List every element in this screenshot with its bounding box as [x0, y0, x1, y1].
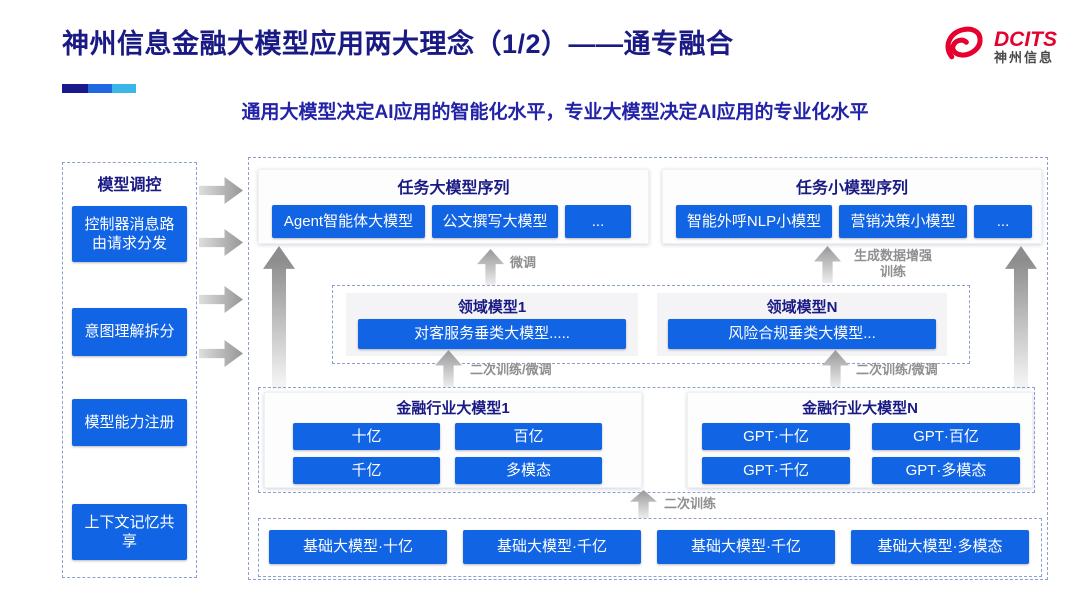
domain-model-1-group: 领域模型1 对客服务垂类大模型..... [346, 293, 638, 356]
model-control-panel: 模型调控 控制器消息路 由请求分发 意图理解拆分 模型能力注册 上下文记忆共 享 [62, 162, 197, 578]
node-100b: 千亿 [293, 457, 440, 484]
flow-arrow-right-4-icon [199, 340, 243, 367]
flow-arrow-right-2-icon [199, 229, 243, 256]
control-node-register: 模型能力注册 [72, 399, 187, 446]
base-models-frame: 基础大模型·十亿 基础大模型·千亿 基础大模型·千亿 基础大模型·多模态 [258, 518, 1042, 577]
node-1b: 十亿 [293, 423, 440, 450]
control-node-intent: 意图理解拆分 [72, 308, 187, 356]
dcits-logo: DCITS 神州信息 [938, 22, 1057, 73]
logo-swirl-icon [938, 22, 990, 73]
logo-brand-text: DCITS [994, 27, 1057, 51]
node-agent-model: Agent智能体大模型 [272, 205, 425, 238]
accent-segment-navy [62, 84, 88, 93]
node-risk-compliance-model: 风险合规垂类大模型... [668, 319, 936, 349]
model-control-title: 模型调控 [97, 177, 162, 194]
diagram-outer-frame [248, 157, 1048, 580]
control-node-context: 上下文记忆共 享 [72, 504, 187, 560]
industry-model-1-group: 金融行业大模型1 十亿 百亿 千亿 多模态 [264, 392, 642, 488]
domain-models-frame: 领域模型1 对客服务垂类大模型..... 领域模型N 风险合规垂类大模型... [332, 285, 970, 364]
logo-cn-text: 神州信息 [994, 49, 1055, 65]
domain-model-n-title: 领域模型N [766, 299, 838, 316]
page-title: 神州信息金融大模型应用两大理念（1/2）——通专融合 [62, 29, 734, 59]
node-base-multimodal: 基础大模型·多模态 [851, 530, 1029, 564]
node-document-writing-model: 公文撰写大模型 [432, 205, 558, 238]
task-large-model-title: 任务大模型序列 [397, 180, 510, 197]
node-customer-service-model: 对客服务垂类大模型..... [358, 319, 626, 349]
node-gpt-10b: GPT·百亿 [872, 423, 1020, 450]
node-small-ellipsis: ... [974, 205, 1032, 238]
node-outbound-nlp-model: 智能外呼NLP小模型 [676, 205, 832, 238]
industry-models-frame: 金融行业大模型1 十亿 百亿 千亿 多模态 金融行业大模型N GPT·十亿 GP… [258, 387, 1035, 493]
task-small-model-group: 任务小模型序列 智能外呼NLP小模型 营销决策小模型 ... [662, 169, 1042, 244]
retrain-left-label: 二次训练/微调 [470, 362, 552, 377]
task-large-model-group: 任务大模型序列 Agent智能体大模型 公文撰写大模型 ... [258, 169, 649, 244]
node-large-ellipsis: ... [565, 205, 631, 238]
flow-arrow-right-3-icon [199, 286, 243, 313]
accent-bar [62, 84, 136, 93]
industry-model-1-title: 金融行业大模型1 [396, 400, 510, 417]
node-base-1b: 基础大模型·十亿 [269, 530, 447, 564]
industry-model-n-group: 金融行业大模型N GPT·十亿 GPT·百亿 GPT·千亿 GPT·多模态 [687, 392, 1033, 488]
node-base-100b-b: 基础大模型·千亿 [657, 530, 835, 564]
node-gpt-1b: GPT·十亿 [702, 423, 850, 450]
finetune-label: 微调 [510, 255, 537, 270]
node-gpt-100b: GPT·千亿 [702, 457, 850, 484]
gen-data-label: 生成数据增强 训练 [853, 248, 932, 280]
subtitle: 通用大模型决定AI应用的智能化水平，专业大模型决定AI应用的专业化水平 [241, 102, 869, 123]
retrain-right-label: 二次训练/微调 [856, 362, 938, 377]
flow-arrow-right-1-icon [199, 177, 243, 204]
domain-model-n-group: 领域模型N 风险合规垂类大模型... [657, 293, 947, 356]
node-gpt-multimodal: GPT·多模态 [872, 457, 1020, 484]
node-base-100b-a: 基础大模型·千亿 [463, 530, 641, 564]
node-10b: 百亿 [455, 423, 602, 450]
domain-model-1-title: 领域模型1 [457, 299, 527, 316]
industry-model-n-title: 金融行业大模型N [802, 400, 918, 417]
control-node-router: 控制器消息路 由请求分发 [72, 206, 187, 262]
node-marketing-decision-model: 营销决策小模型 [839, 205, 967, 238]
node-multimodal: 多模态 [455, 457, 602, 484]
retrain-bottom-label: 二次训练 [664, 496, 717, 511]
accent-segment-cyan [112, 84, 136, 93]
accent-segment-blue [88, 84, 112, 93]
task-small-model-title: 任务小模型序列 [795, 180, 908, 197]
